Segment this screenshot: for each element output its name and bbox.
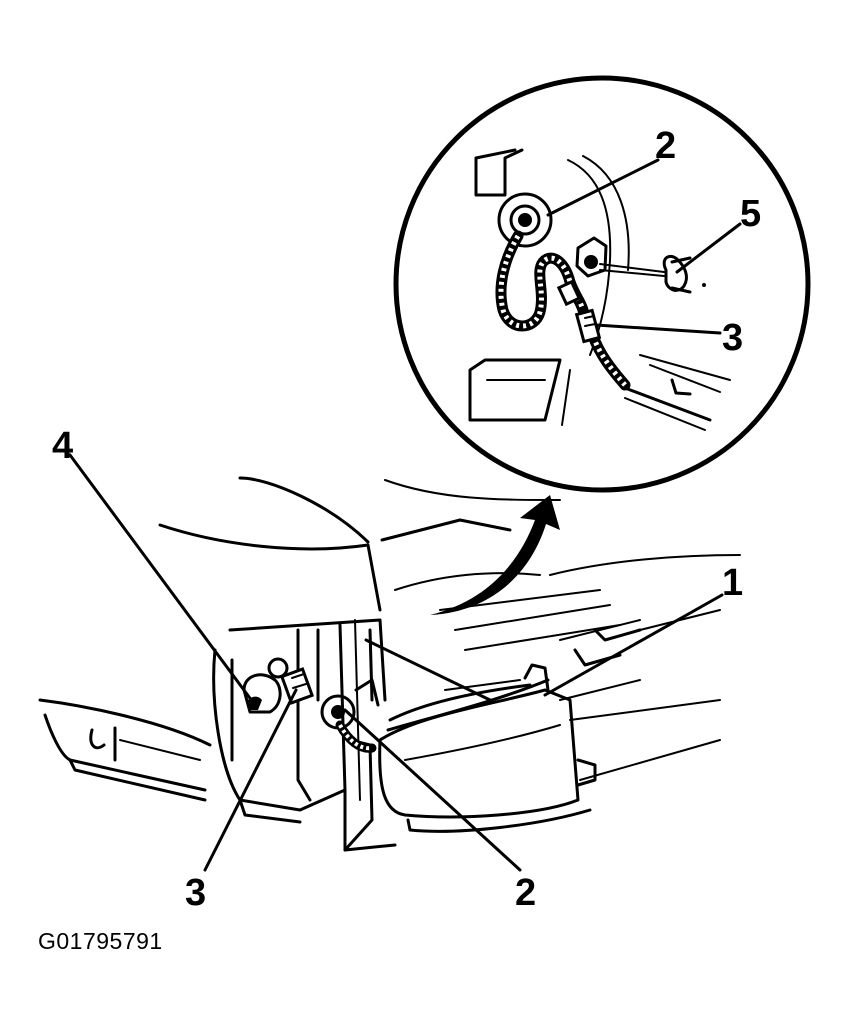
leader-detail-2 (546, 158, 660, 217)
leader-main-1b (364, 638, 492, 702)
leader-detail-3 (594, 323, 722, 335)
detail-circle (393, 75, 811, 493)
callout-main-2: 2 (515, 872, 536, 914)
vehicle-rear-view: 4 3 2 1 (38, 425, 743, 914)
callout-main-4: 4 (52, 425, 73, 467)
leader-detail-5 (675, 222, 742, 274)
wing-nut-detail (662, 254, 706, 294)
callout-main-3: 3 (185, 872, 206, 914)
callout-detail-5: 5 (740, 193, 761, 235)
figure-id-label: G01795791 (38, 928, 163, 954)
bulb-socket-left (242, 657, 289, 714)
leader-main-4 (68, 453, 257, 707)
detail-inset: 2 5 3 (393, 75, 811, 493)
callout-detail-2: 2 (655, 125, 676, 167)
tail-lamp-assembly (378, 663, 597, 833)
bulb-socket-right (320, 678, 380, 753)
stud-detail (575, 236, 665, 278)
leader-main-2 (343, 708, 522, 872)
callout-detail-3: 3 (722, 317, 743, 359)
leader-main-1 (543, 593, 724, 697)
connector-detail (556, 279, 602, 344)
callout-main-1: 1 (722, 562, 743, 604)
curved-arrow-icon (430, 495, 560, 615)
leader-main-3 (203, 688, 298, 872)
grommet-detail (497, 192, 553, 248)
connector-main (279, 667, 315, 705)
